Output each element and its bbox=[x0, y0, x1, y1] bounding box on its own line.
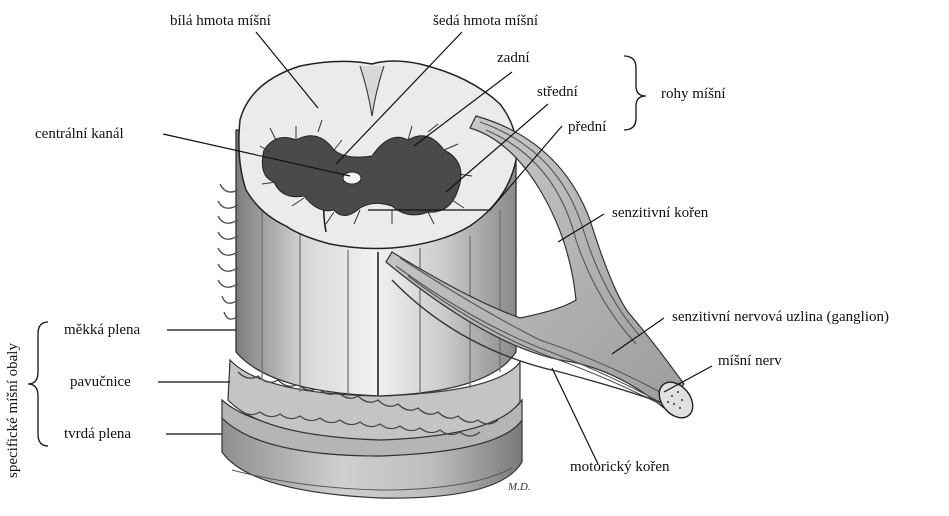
label-dura: tvrdá plena bbox=[64, 427, 131, 442]
label-central-canal: centrální kanál bbox=[35, 127, 124, 142]
label-arachnoid: pavučnice bbox=[70, 375, 131, 390]
horns-brace bbox=[624, 56, 646, 130]
artist-signature: M.D. bbox=[508, 482, 531, 493]
label-horns: rohy míšní bbox=[661, 87, 726, 102]
left-rootlets bbox=[218, 184, 238, 319]
label-spinal-nerve: míšní nerv bbox=[718, 354, 782, 369]
label-motor-root: motorický kořen bbox=[570, 460, 670, 475]
label-lateral-horn: střední bbox=[537, 85, 578, 100]
label-posterior-horn: zadní bbox=[497, 51, 529, 66]
cross-section bbox=[239, 61, 517, 249]
label-meninges: specifické míšní obaly bbox=[6, 343, 21, 478]
leader-motor-root bbox=[552, 368, 598, 464]
label-white-matter: bílá hmota míšní bbox=[170, 14, 271, 29]
label-sensory-root: senzitivní kořen bbox=[612, 206, 708, 221]
label-anterior-horn: přední bbox=[568, 120, 606, 135]
label-ganglion: senzitivní nervová uzlina (ganglion) bbox=[672, 310, 889, 325]
meninges-brace bbox=[28, 322, 48, 446]
label-grey-matter: šedá hmota míšní bbox=[433, 14, 538, 29]
label-pia: měkká plena bbox=[64, 323, 140, 338]
